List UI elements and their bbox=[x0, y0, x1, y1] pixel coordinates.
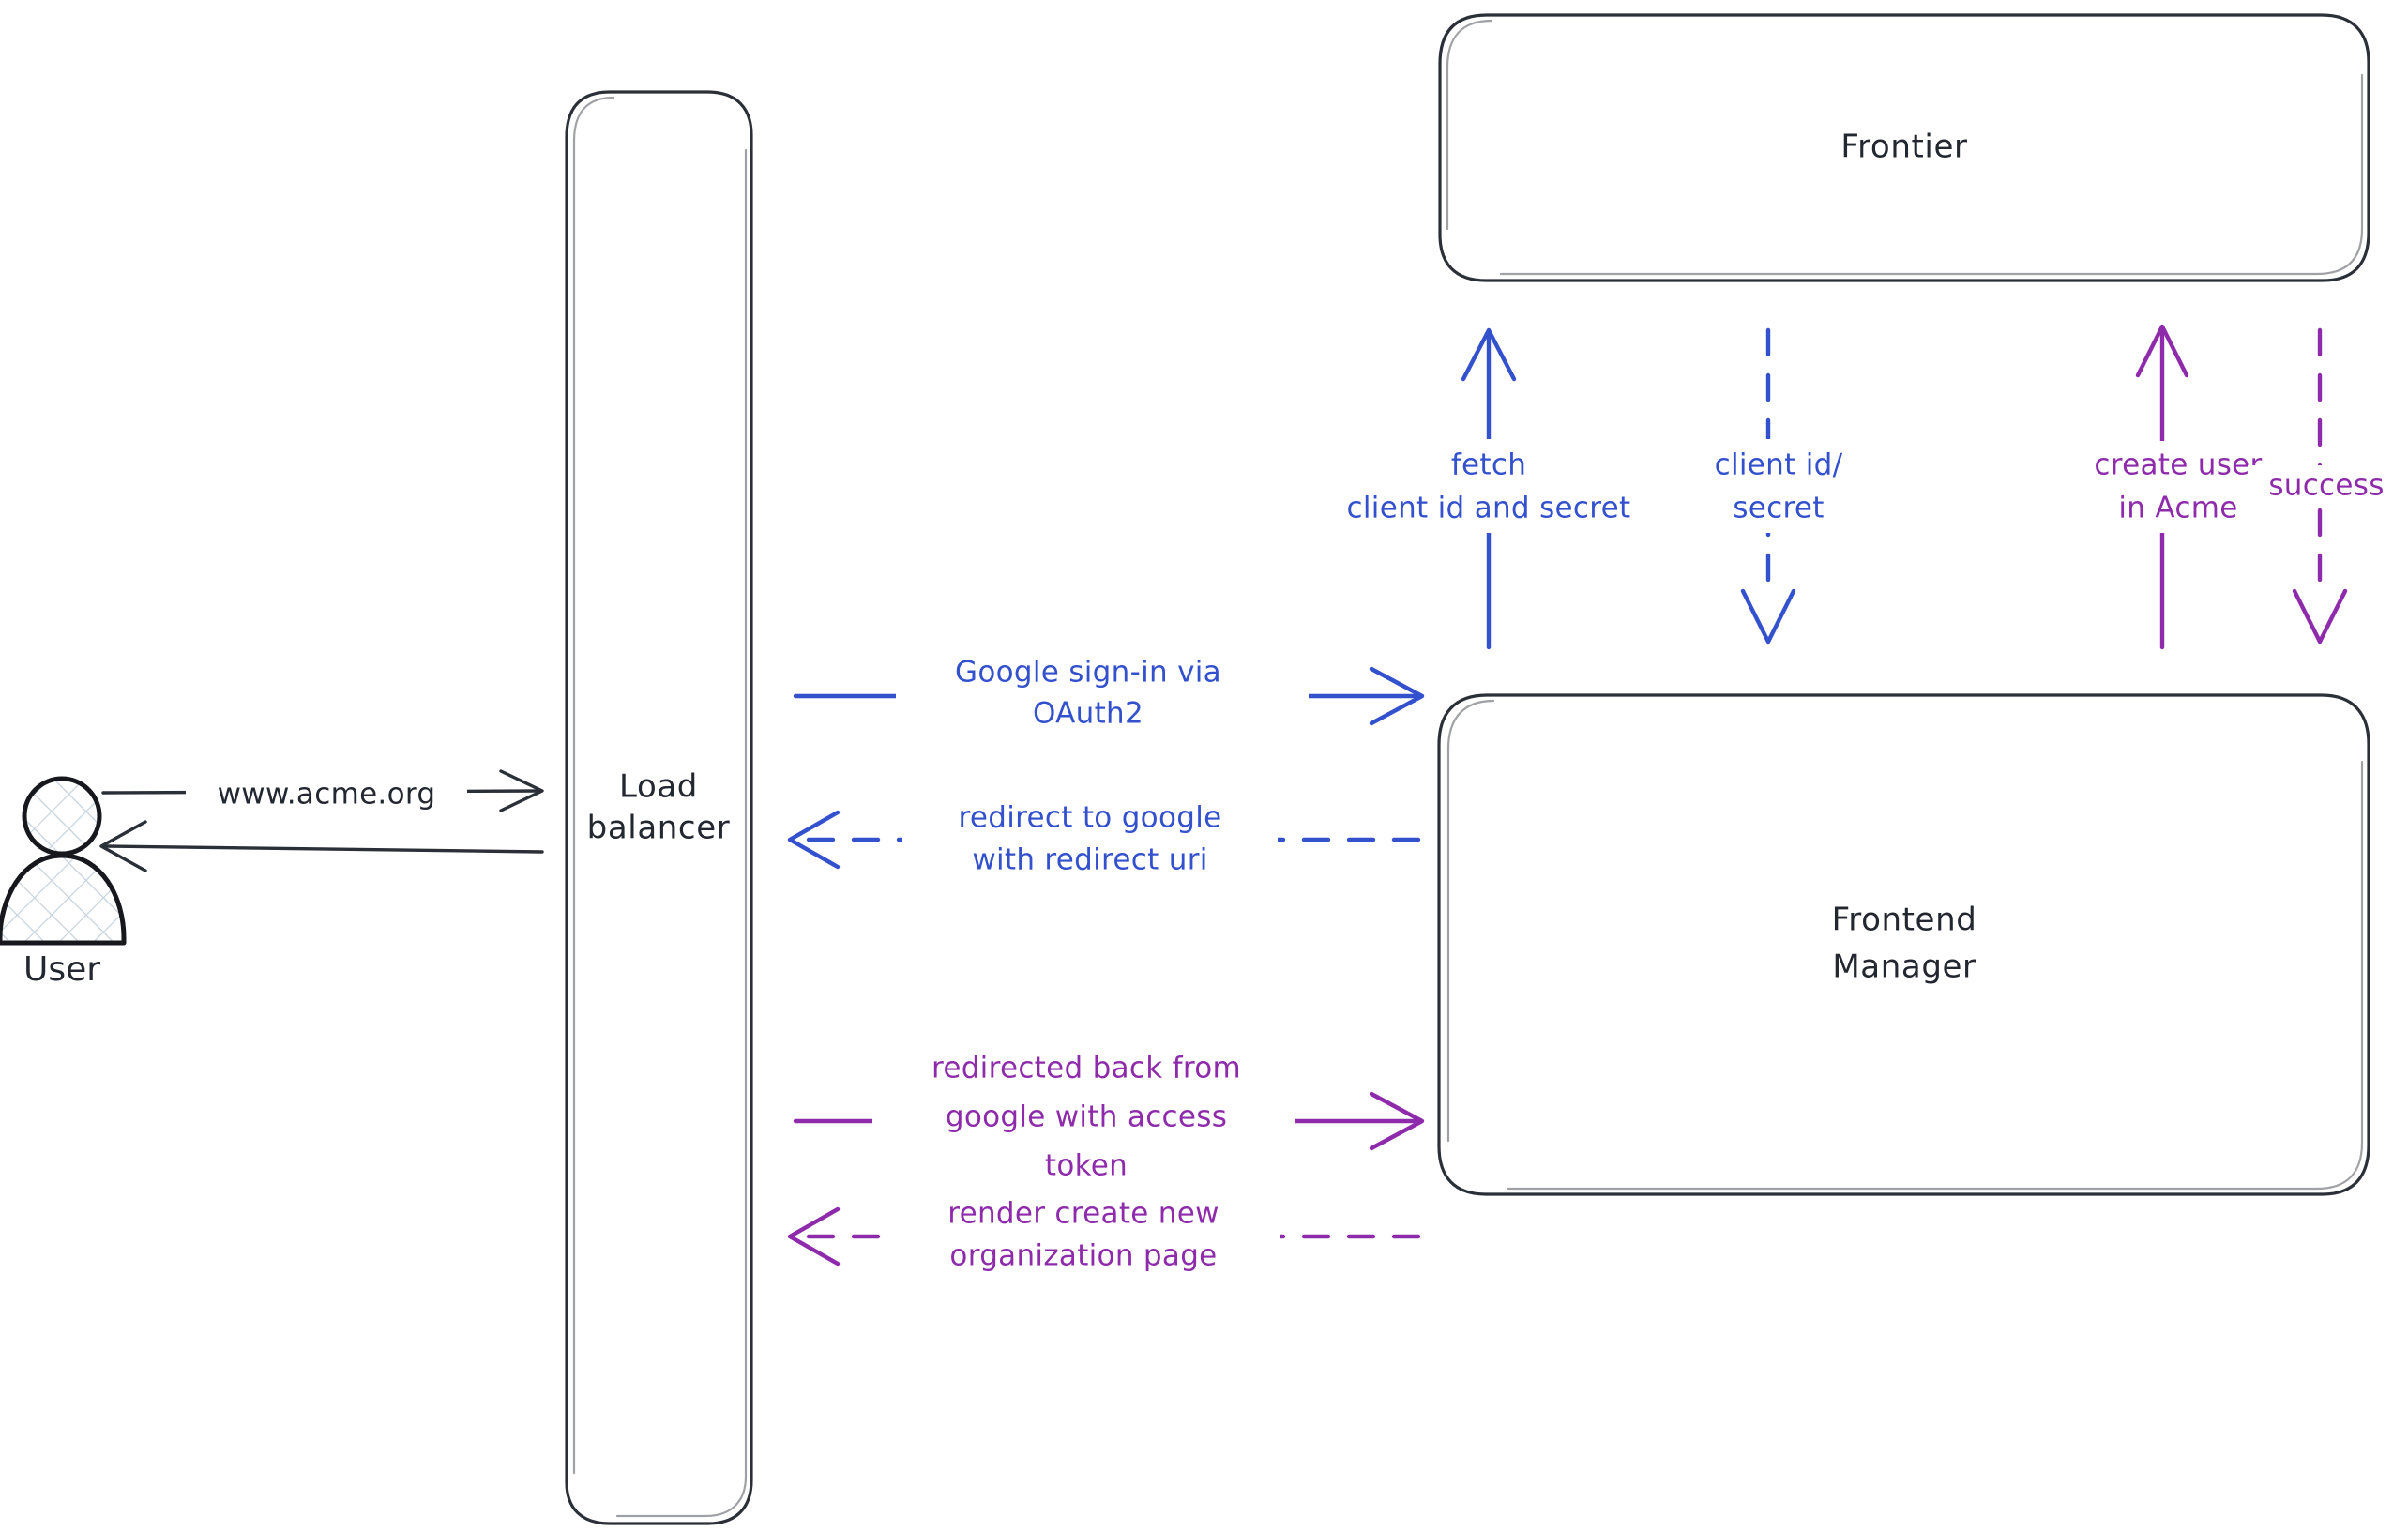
edge-redirected-back-with-token[interactable]: redirected back from google with access … bbox=[793, 1037, 1425, 1183]
load-balancer-label-line2: balancer bbox=[587, 810, 731, 847]
edge-label-token-line2: google with access bbox=[946, 1100, 1227, 1134]
edge-client-id-secret[interactable]: client id/ secret bbox=[1679, 327, 1878, 645]
edge-label-success: success bbox=[2268, 469, 2384, 503]
edge-load-balancer-to-user[interactable] bbox=[99, 820, 544, 872]
edge-label-redirect-google-line2: with redirect uri bbox=[972, 843, 1207, 877]
edge-label-create-user-line1: create user bbox=[2094, 448, 2262, 482]
node-frontend-manager[interactable]: Frontend Manager bbox=[1437, 693, 2370, 1196]
edge-label-token-line3: token bbox=[1045, 1149, 1128, 1183]
edge-label-render-org-line2: organization page bbox=[949, 1239, 1217, 1273]
edge-label-redirect-google-line1: redirect to google bbox=[959, 801, 1222, 835]
edge-label-google-signin-line2: OAuth2 bbox=[1033, 697, 1143, 731]
frontier-label: Frontier bbox=[1840, 129, 1967, 166]
node-load-balancer[interactable]: Load balancer bbox=[565, 90, 753, 1525]
frontend-manager-label-line1: Frontend bbox=[1832, 902, 1977, 939]
edge-label-fetch-line1: fetch bbox=[1451, 448, 1526, 482]
user-body-icon bbox=[0, 853, 127, 946]
user-head-icon bbox=[22, 776, 102, 857]
edge-label-client-id-line1: client id/ bbox=[1715, 448, 1843, 482]
edge-success[interactable]: success bbox=[2248, 327, 2405, 645]
edge-label-google-signin-line1: Google sign-in via bbox=[955, 656, 1221, 690]
edge-label-token-line1: redirected back from bbox=[931, 1052, 1241, 1085]
edge-label-fetch-line2: client id and secret bbox=[1347, 492, 1631, 525]
load-balancer-label-line1: Load bbox=[619, 768, 698, 806]
node-frontier[interactable]: Frontier bbox=[1438, 13, 2370, 282]
edge-fetch-client-id-and-secret[interactable]: fetch client id and secret bbox=[1302, 327, 1685, 650]
edge-label-create-user-line2: in Acme bbox=[2118, 492, 2237, 525]
edge-label-client-id-line2: secret bbox=[1733, 492, 1824, 525]
edge-label-render-org-line1: render create new bbox=[947, 1197, 1219, 1231]
edge-user-to-load-balancer[interactable]: www.acme.org bbox=[101, 769, 544, 812]
edge-label-www-acme-org: www.acme.org bbox=[218, 778, 436, 812]
edge-render-create-org-page[interactable]: render create new organization page bbox=[787, 1193, 1421, 1283]
edge-create-user-in-acme[interactable]: create user in Acme bbox=[2043, 324, 2315, 650]
edge-redirect-to-google[interactable]: redirect to google with redirect uri bbox=[787, 796, 1421, 886]
frontend-manager-label-line2: Manager bbox=[1832, 948, 1976, 986]
edge-google-signin-oauth2[interactable]: Google sign-in via OAuth2 bbox=[793, 647, 1425, 741]
user-label: User bbox=[23, 950, 100, 989]
actor-user[interactable]: User bbox=[0, 776, 127, 989]
